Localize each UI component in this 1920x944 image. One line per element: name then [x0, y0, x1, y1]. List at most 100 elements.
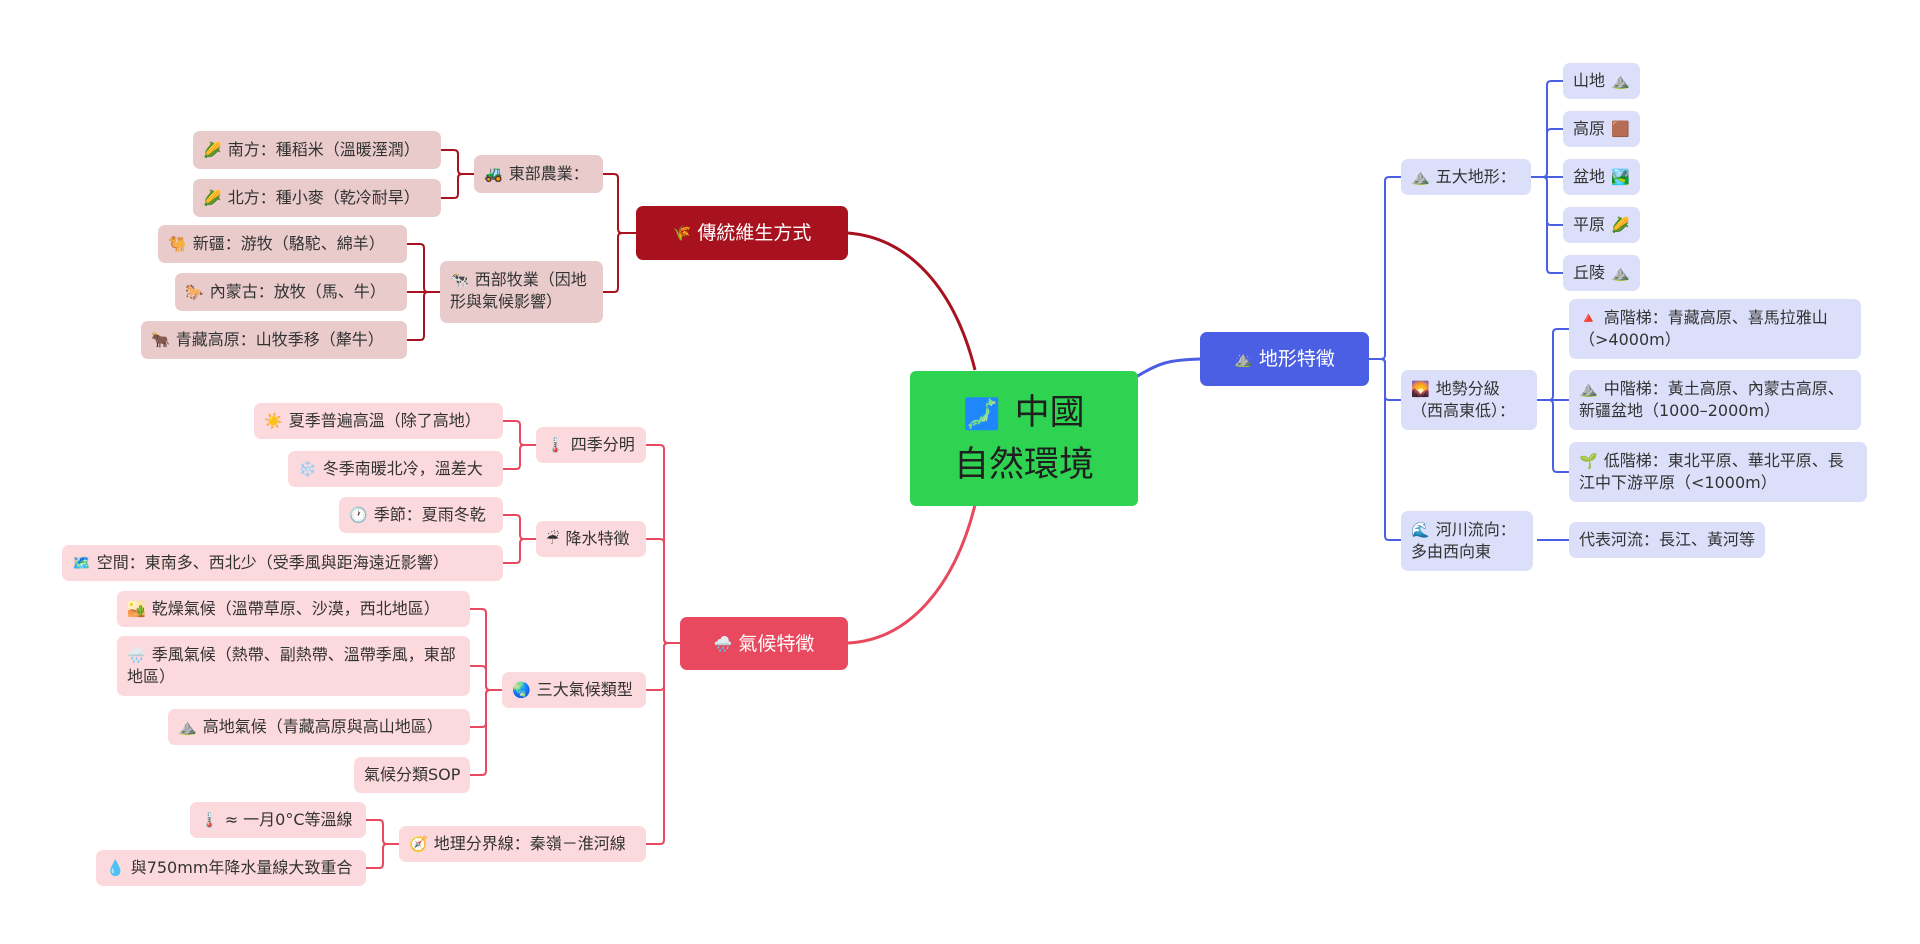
rain-cloud-icon: 🌧️	[127, 646, 146, 664]
connector-five-item2	[1531, 128, 1563, 178]
rice-icon: 🌾	[672, 224, 692, 242]
branch-climate[interactable]: 🌧️ 氣候特徵	[680, 617, 848, 670]
node-xinjiang-label: 新疆：游牧（駱駝、綿羊）	[192, 234, 385, 253]
node-east-agriculture[interactable]: 🚜 東部農業：	[474, 155, 603, 193]
branch-climate-label: 氣候特徵	[738, 632, 815, 655]
landscape-icon: 🏞️	[1611, 168, 1630, 186]
camel-icon: 🐫	[168, 235, 187, 253]
node-rain-space[interactable]: 🗺️ 空間：東南多、西北少（受季風與距海遠近影響）	[62, 545, 503, 581]
root-title-line1: 中國	[1014, 392, 1085, 433]
connector-types-monsoon	[470, 665, 502, 691]
thermometer-icon: 🌡️	[200, 811, 219, 829]
node-landform-plateau-label: 高原	[1573, 119, 1606, 138]
node-summer[interactable]: ☀️ 夏季普遍高溫（除了高地）	[254, 403, 503, 439]
node-summer-label: 夏季普遍高溫（除了高地）	[288, 411, 481, 430]
connector-levels-high	[1537, 328, 1569, 401]
desert-icon: 🏜️	[127, 600, 146, 618]
connector-root-terrain	[1135, 357, 1201, 379]
node-north-wheat[interactable]: 🌽 北方：種小麥（乾冷耐旱）	[193, 179, 441, 217]
connector-rain-season	[503, 514, 536, 540]
node-precipitation-label: 降水特徵	[565, 529, 630, 548]
node-landform-hills[interactable]: 丘陵 ⛰️	[1563, 255, 1640, 291]
node-level-mid[interactable]: ⛰️中階梯：黃土高原、內蒙古高原、新疆盆地（1000–2000m）	[1569, 370, 1861, 430]
node-landform-hills-label: 丘陵	[1573, 263, 1606, 282]
node-rainfall-line[interactable]: 💧 與750mm年降水量線大致重合	[96, 850, 366, 886]
node-isotherm-label: ≈ 一月0°C等溫線	[224, 810, 353, 829]
node-five-landforms-label: 五大地形：	[1435, 167, 1516, 186]
node-four-seasons-label: 四季分明	[570, 435, 635, 454]
node-four-seasons[interactable]: 🌡️ 四季分明	[536, 427, 646, 463]
node-inner-mongolia[interactable]: 🐎 內蒙古：放牧（馬、牛）	[175, 273, 407, 311]
node-landform-basin[interactable]: 盆地 🏞️	[1563, 159, 1640, 195]
node-landform-plateau[interactable]: 高原 🟫	[1563, 111, 1640, 147]
corn-icon: 🌽	[203, 189, 222, 207]
node-qinghai[interactable]: 🐂 青藏高原：山牧季移（犛牛）	[141, 321, 407, 359]
branch-terrain[interactable]: ⛰️ 地形特徵	[1200, 332, 1369, 386]
node-five-landforms[interactable]: ⛰️ 五大地形：	[1401, 159, 1531, 195]
node-level-high[interactable]: 🔺高階梯：青藏高原、喜馬拉雅山（>4000m）	[1569, 299, 1861, 359]
node-river-example-label: 代表河流：長江、黃河等	[1579, 530, 1756, 549]
node-xinjiang[interactable]: 🐫 新疆：游牧（駱駝、綿羊）	[158, 225, 407, 263]
tractor-icon: 🚜	[484, 165, 503, 183]
node-winter[interactable]: ❄️ 冬季南暖北冷，溫差大	[288, 451, 503, 487]
compass-icon: 🧭	[409, 835, 428, 853]
node-level-low-label: 低階梯：東北平原、華北平原、長江中下游平原（<1000m）	[1579, 451, 1844, 492]
root-topic[interactable]: 🗾中國 自然環境	[910, 371, 1138, 506]
node-climate-sop[interactable]: 氣候分類SOP	[354, 757, 470, 793]
umbrella-icon: ☔	[546, 530, 560, 548]
node-west-pastoral[interactable]: 🐄西部牧業（因地形與氣候影響）	[440, 261, 603, 323]
connector-climate-rain	[646, 538, 680, 644]
node-elevation-levels-label: 地勢分級（西高東低）：	[1411, 379, 1516, 420]
brown-square-icon: 🟫	[1611, 120, 1630, 138]
root-title-line2: 自然環境	[953, 444, 1094, 485]
node-monsoon-climate[interactable]: 🌧️季風氣候（熱帶、副熱帶、溫帶季風，東部地區）	[117, 636, 470, 696]
node-rain-season-label: 季節：夏雨冬乾	[373, 505, 486, 524]
rain-cloud-icon: 🌧️	[713, 634, 733, 653]
node-level-low[interactable]: 🌱低階梯：東北平原、華北平原、長江中下游平原（<1000m）	[1569, 442, 1867, 502]
node-highland-climate[interactable]: ⛰️ 高地氣候（青藏高原與高山地區）	[168, 709, 470, 745]
node-dry-climate-label: 乾燥氣候（溫帶草原、沙漠，西北地區）	[151, 599, 440, 618]
node-landform-plain[interactable]: 平原 🌽	[1563, 207, 1640, 243]
node-south-rice-label: 南方：種稻米（溫暖溼潤）	[227, 140, 420, 159]
node-rivers[interactable]: 🌊河川流向：多由西向東	[1401, 511, 1533, 571]
ox-icon: 🐂	[151, 331, 170, 349]
node-landform-mountain-label: 山地	[1573, 71, 1606, 90]
node-inner-mongolia-label: 內蒙古：放牧（馬、牛）	[209, 282, 386, 301]
node-level-high-label: 高階梯：青藏高原、喜馬拉雅山（>4000m）	[1579, 308, 1828, 349]
node-south-rice[interactable]: 🌽 南方：種稻米（溫暖溼潤）	[193, 131, 441, 169]
connector-livelihood-east	[603, 173, 636, 234]
node-climate-sop-label: 氣候分類SOP	[364, 765, 461, 784]
node-dry-climate[interactable]: 🏜️ 乾燥氣候（溫帶草原、沙漠，西北地區）	[117, 591, 470, 627]
connector-east-south	[441, 149, 474, 175]
node-landform-plain-label: 平原	[1573, 215, 1606, 234]
node-west-pastoral-label: 西部牧業（因地形與氣候影響）	[450, 270, 587, 311]
connector-west-xinjiang	[407, 243, 440, 293]
node-boundary-label: 地理分界線：秦嶺－淮河線	[433, 834, 626, 853]
node-isotherm[interactable]: 🌡️ ≈ 一月0°C等溫線	[190, 802, 366, 838]
mountain-icon: ⛰️	[1611, 72, 1630, 90]
connector-seasons-winter	[503, 444, 536, 470]
node-climate-types-label: 三大氣候類型	[536, 680, 633, 699]
node-level-mid-label: 中階梯：黃土高原、內蒙古高原、新疆盆地（1000–2000m）	[1579, 379, 1844, 420]
node-rain-space-label: 空間：東南多、西北少（受季風與距海遠近影響）	[96, 553, 449, 572]
node-rainfall-line-label: 與750mm年降水量線大致重合	[130, 858, 353, 877]
node-elevation-levels[interactable]: 🌄地勢分級（西高東低）：	[1401, 370, 1537, 430]
node-rain-season[interactable]: 🕐 季節：夏雨冬乾	[339, 497, 503, 533]
node-climate-types[interactable]: 🌏 三大氣候類型	[502, 672, 646, 708]
node-east-agriculture-label: 東部農業：	[508, 164, 589, 183]
branch-terrain-label: 地形特徵	[1258, 348, 1335, 370]
branch-livelihood[interactable]: 🌾 傳統維生方式	[636, 206, 848, 260]
node-qinghai-label: 青藏高原：山牧季移（犛牛）	[175, 330, 384, 349]
sunrise-icon: 🌄	[1411, 380, 1430, 398]
connector-climate-boundary	[646, 642, 680, 845]
node-precipitation[interactable]: ☔ 降水特徵	[536, 521, 646, 557]
node-landform-mountain[interactable]: 山地 ⛰️	[1563, 63, 1640, 99]
corn-icon: 🌽	[203, 141, 222, 159]
node-river-example[interactable]: 代表河流：長江、黃河等	[1569, 522, 1765, 558]
node-boundary[interactable]: 🧭 地理分界線：秦嶺－淮河線	[399, 826, 646, 862]
connector-boundary-rainfall	[366, 843, 399, 869]
connector-root-livelihood	[847, 231, 977, 371]
connector-seasons-summer	[503, 420, 536, 446]
mountain-icon: ⛰️	[1579, 380, 1598, 398]
